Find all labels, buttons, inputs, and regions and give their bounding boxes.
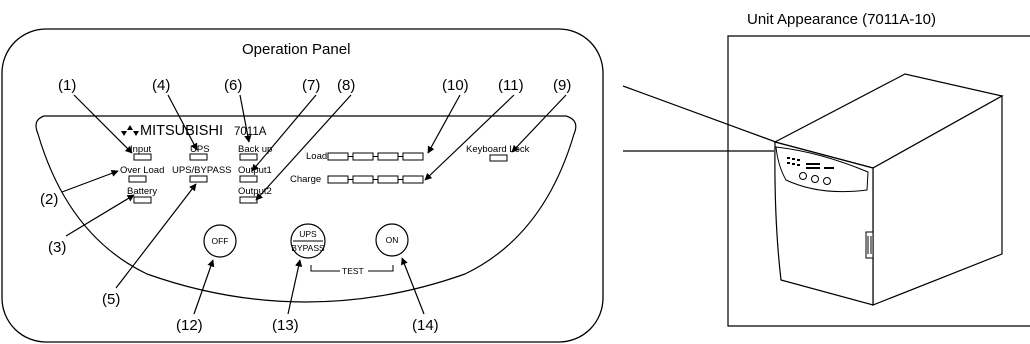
callout-2: (2)	[40, 191, 58, 208]
ups-bypass-button[interactable]: UPS BYPASS	[290, 223, 326, 259]
input-led	[133, 153, 152, 161]
charge-segment-3	[377, 175, 399, 184]
ups-bypass-button-bottom-label: BYPASS	[291, 243, 325, 253]
test-bracket: TEST	[310, 265, 394, 276]
backup-led	[239, 153, 258, 161]
on-button-label: ON	[386, 235, 399, 245]
charge-segment-2	[352, 175, 374, 184]
ups-label: UPS	[190, 144, 210, 155]
charge-segment-1	[327, 175, 349, 184]
callout-10: (10)	[442, 77, 469, 94]
ups-bypass-button-top-label: UPS	[299, 229, 317, 239]
callout-7: (7)	[302, 77, 320, 94]
input-label: Input	[130, 144, 151, 155]
callout-14: (14)	[412, 317, 439, 334]
off-button[interactable]: OFF	[203, 224, 237, 258]
battery-label: Battery	[127, 186, 157, 197]
on-button[interactable]: ON	[375, 223, 409, 257]
off-button-label: OFF	[212, 236, 229, 246]
operation-panel-title: Operation Panel	[242, 41, 350, 58]
charge-segment-4	[402, 175, 424, 184]
operation-panel-frame	[1, 28, 604, 343]
load-segment-3	[377, 152, 399, 161]
ups-bypass-led	[189, 175, 208, 183]
load-label: Load	[306, 151, 327, 162]
backup-label: Back up	[238, 144, 272, 155]
overload-led	[128, 175, 147, 183]
charge-label: Charge	[290, 174, 321, 185]
load-segment-4	[402, 152, 424, 161]
callout-13: (13)	[272, 317, 299, 334]
unit-appearance-title: Unit Appearance (7011A-10)	[747, 11, 936, 28]
output1-led	[239, 175, 258, 183]
keyboard-lock-led	[489, 154, 508, 162]
test-label: TEST	[342, 266, 364, 276]
brand-label: MITSUBISHI	[140, 123, 223, 139]
unit-appearance-frame	[727, 35, 1030, 327]
overload-label: Over Load	[120, 165, 164, 176]
callout-11: (11)	[498, 77, 524, 94]
ups-led	[189, 153, 208, 161]
callout-12: (12)	[176, 317, 203, 334]
panel-face	[35, 115, 577, 303]
model-label: 7011A	[234, 126, 267, 138]
load-segment-1	[327, 152, 349, 161]
output2-label: Output2	[238, 186, 272, 197]
callout-8: (8)	[337, 77, 355, 94]
charge-level-bar	[327, 175, 424, 184]
callout-1: (1)	[58, 77, 76, 94]
callout-9: (9)	[553, 77, 571, 94]
callout-6: (6)	[224, 77, 242, 94]
ups-unit-illustration	[773, 73, 1004, 306]
callout-5: (5)	[102, 291, 120, 308]
battery-led	[133, 196, 152, 204]
mitsubishi-logo-icon	[121, 125, 139, 136]
load-level-bar	[327, 152, 424, 161]
leader-lines	[61, 94, 567, 315]
load-segment-2	[352, 152, 374, 161]
keyboard-lock-label: Keyboard Lock	[466, 144, 530, 155]
output2-led	[239, 196, 258, 204]
ups-bypass-label: UPS/BYPASS	[172, 165, 232, 176]
callout-3: (3)	[48, 239, 66, 256]
zoom-connector-top	[622, 85, 785, 146]
callout-4: (4)	[152, 77, 170, 94]
